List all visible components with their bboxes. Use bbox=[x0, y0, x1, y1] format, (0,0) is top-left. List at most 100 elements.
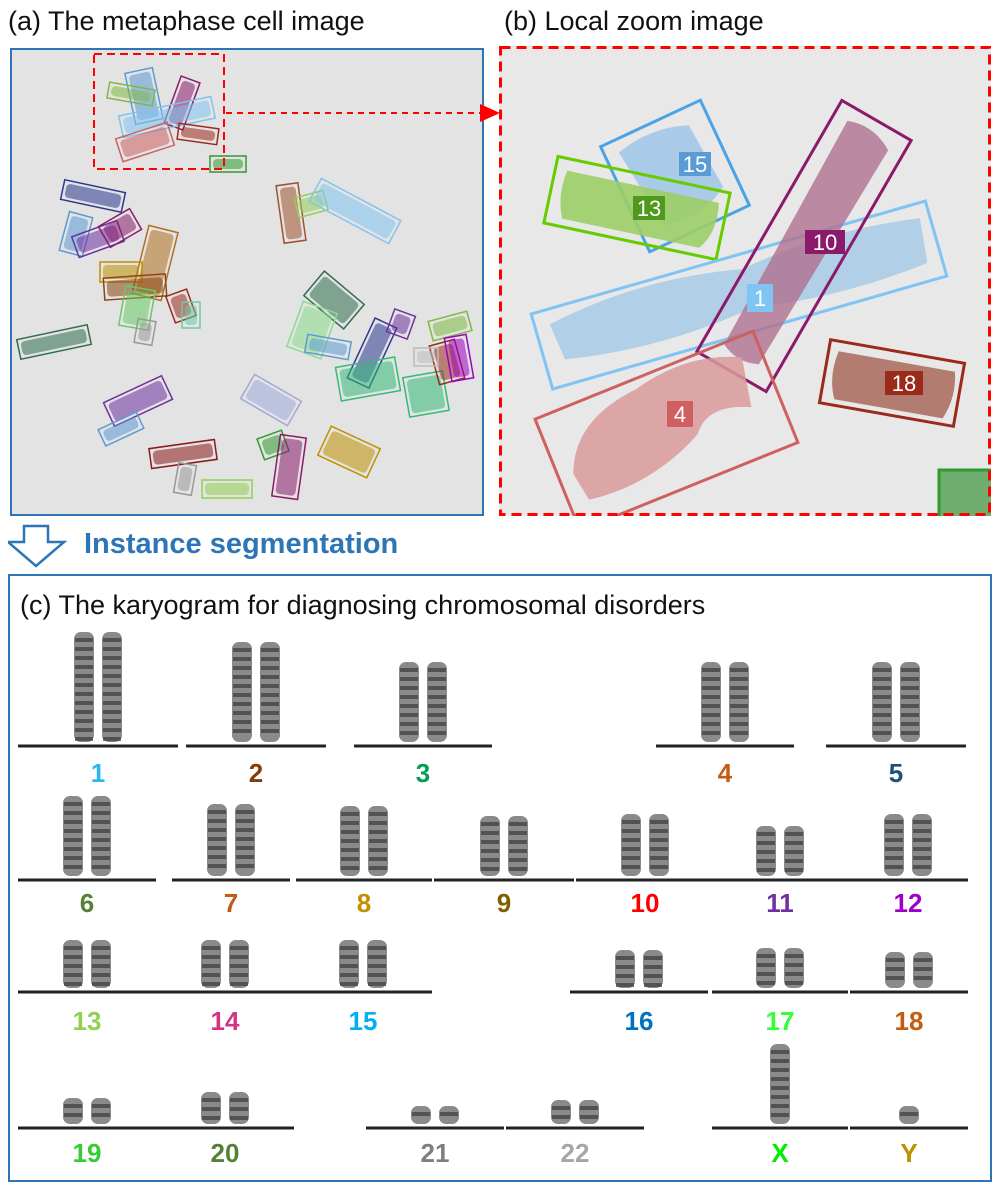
karyogram-group-16: 16 bbox=[570, 950, 708, 1036]
chromosome-6-copy-2 bbox=[91, 796, 111, 876]
chromosome-band bbox=[92, 955, 110, 959]
chromosome-mask bbox=[123, 100, 211, 134]
chromosome-band bbox=[92, 973, 110, 977]
chromosome-band bbox=[230, 1116, 248, 1120]
karyogram-label-17: 17 bbox=[766, 1006, 795, 1036]
chromosome-band bbox=[64, 1113, 82, 1117]
chromosome-band bbox=[230, 973, 248, 977]
local-zoom-image: 15 13 10 1 4 18 bbox=[499, 46, 991, 516]
chromosome-band bbox=[340, 955, 358, 959]
chromosome-band bbox=[230, 946, 248, 950]
chromosome-instance-box bbox=[239, 373, 303, 427]
chromosome-mask bbox=[391, 313, 411, 335]
karyogram-label-15: 15 bbox=[349, 1006, 378, 1036]
chromosome-band bbox=[64, 946, 82, 950]
chromosome-band bbox=[64, 982, 82, 986]
chromosome-band bbox=[771, 1104, 789, 1108]
chromosome-band bbox=[208, 864, 226, 868]
chromosome-instance-box bbox=[97, 207, 143, 249]
panel-b-frame bbox=[499, 46, 991, 516]
karyogram-label-7: 7 bbox=[224, 888, 238, 918]
karyogram-label-16: 16 bbox=[625, 1006, 654, 1036]
chromosome-band bbox=[913, 829, 931, 833]
panel-c-frame bbox=[8, 574, 992, 1182]
chromosome-4-copy-2 bbox=[729, 662, 749, 742]
chromosome-bbox bbox=[97, 207, 143, 249]
chromosome-band bbox=[103, 728, 121, 732]
chromosome-mask bbox=[417, 351, 435, 363]
karyogram-label-9: 9 bbox=[497, 888, 511, 918]
chromosome-band bbox=[64, 838, 82, 842]
chromosome-band bbox=[428, 731, 446, 735]
chromosome-band bbox=[202, 1107, 220, 1111]
chromosome-band bbox=[650, 865, 668, 869]
chromosome-band bbox=[580, 1106, 598, 1110]
chromosome-band bbox=[75, 692, 93, 696]
chromosome-mask bbox=[152, 443, 214, 465]
chromosome-band bbox=[886, 976, 904, 980]
chromosome-bbox bbox=[181, 301, 201, 329]
chromosome-band bbox=[103, 692, 121, 696]
chromosome-bbox bbox=[176, 122, 220, 146]
zoom-label-1: 1 bbox=[754, 286, 766, 311]
chromosome-band bbox=[771, 1086, 789, 1090]
chromosome-band bbox=[233, 657, 251, 661]
chromosome-bbox bbox=[133, 317, 157, 347]
chromosome-band bbox=[771, 1059, 789, 1063]
chromosome-band bbox=[913, 820, 931, 824]
karyogram-group-9: 9 bbox=[434, 816, 574, 918]
chromosome-band bbox=[771, 1050, 789, 1054]
chromosome-band bbox=[230, 1098, 248, 1102]
chromosome-band bbox=[644, 974, 662, 978]
chromosome-band bbox=[369, 866, 387, 870]
chromosome-band bbox=[885, 820, 903, 824]
chromosome-band bbox=[873, 677, 891, 681]
chromosome-band bbox=[368, 982, 386, 986]
chromosome-band bbox=[873, 668, 891, 672]
chromosome-band bbox=[261, 720, 279, 724]
chromosome-instance-box bbox=[209, 155, 247, 173]
chromosome-instance-box bbox=[133, 317, 157, 347]
chromosome-band bbox=[400, 695, 418, 699]
karyogram-label-8: 8 bbox=[357, 888, 371, 918]
chromosome-band bbox=[650, 838, 668, 842]
chromosome-band bbox=[233, 720, 251, 724]
chromosome-band bbox=[509, 840, 527, 844]
chromosome-band bbox=[75, 701, 93, 705]
karyogram-group-22: 22 bbox=[506, 1100, 644, 1168]
karyogram-group-8: 8 bbox=[296, 806, 432, 918]
chromosome-band bbox=[785, 954, 803, 958]
chromosome-band bbox=[202, 955, 220, 959]
chromosome-mask bbox=[308, 338, 348, 356]
chromosome-instance-box bbox=[270, 433, 308, 501]
chromosome-band bbox=[75, 656, 93, 660]
chromosome-band bbox=[368, 964, 386, 968]
chromosome-band bbox=[369, 812, 387, 816]
chromosome-band bbox=[901, 722, 919, 726]
chromosome-bbox bbox=[303, 333, 353, 361]
chromosome-band bbox=[92, 838, 110, 842]
chromosome-band bbox=[440, 1112, 458, 1116]
chromosome-mask bbox=[448, 338, 470, 378]
chromosome-band bbox=[650, 820, 668, 824]
chromosome-band bbox=[202, 964, 220, 968]
chromosome-band bbox=[233, 666, 251, 670]
chromosome-band bbox=[208, 828, 226, 832]
zoom-label-10: 10 bbox=[813, 230, 837, 255]
chromosome-mask bbox=[138, 322, 152, 342]
chromosome-band bbox=[702, 704, 720, 708]
chromosome-band bbox=[509, 831, 527, 835]
karyogram-label-18: 18 bbox=[895, 1006, 924, 1036]
chromosome-band bbox=[236, 828, 254, 832]
zoom-region-marker bbox=[93, 53, 225, 170]
karyogram-group-7: 7 bbox=[172, 804, 290, 918]
chromosome-mask bbox=[103, 417, 139, 441]
chromosome-bbox bbox=[334, 356, 402, 402]
zoom-label-4: 4 bbox=[674, 402, 686, 427]
chromosome-band bbox=[64, 955, 82, 959]
chromosome-instance-box bbox=[114, 121, 176, 163]
chromosome-band bbox=[616, 974, 634, 978]
chromosome-band bbox=[873, 686, 891, 690]
chromosome-band bbox=[236, 855, 254, 859]
chromosome-instance-box bbox=[385, 308, 417, 340]
